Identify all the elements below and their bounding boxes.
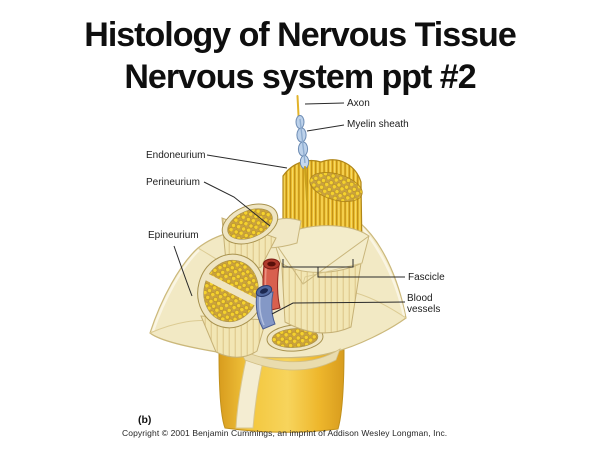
leader-endoneurium: [206, 154, 288, 169]
blood-vessel-blue: [255, 284, 276, 330]
slide-title: Histology of Nervous Tissue Nervous syst…: [0, 14, 600, 98]
leader-perineurium: [203, 181, 271, 227]
fascicle-cross-section-lower-left: [197, 253, 267, 358]
label-myelin-sheath: Myelin sheath: [347, 119, 409, 130]
label-axon: Axon: [347, 98, 370, 109]
title-line-1: Histology of Nervous Tissue: [84, 16, 516, 54]
label-fascicle: Fascicle: [408, 272, 445, 283]
label-epineurium: Epineurium: [148, 230, 199, 241]
leader-fascicle: [317, 267, 405, 278]
leader-lines: [173, 102, 406, 315]
label-endoneurium: Endoneurium: [146, 150, 206, 161]
leader-myelin-sheath: [306, 124, 345, 132]
leader-blood-vessels: [271, 301, 406, 315]
epineurium-drape-strip: [235, 354, 265, 429]
subfigure-label: (b): [138, 414, 152, 426]
copyright-line: Copyright © 2001 Benjamin Cummings, an i…: [122, 428, 448, 438]
leader-epineurium: [173, 245, 193, 297]
myelin-sheath-and-axon: [295, 95, 310, 201]
axon-fiber: [296, 95, 300, 118]
title-line-2: Nervous system ppt #2: [124, 58, 476, 96]
label-blood-vessels: Blood vessels: [407, 293, 441, 315]
blood-vessels: [255, 258, 281, 330]
leader-axon: [304, 102, 345, 105]
label-perineurium: Perineurium: [146, 177, 200, 188]
axon-bundle-top-face: [309, 172, 363, 202]
